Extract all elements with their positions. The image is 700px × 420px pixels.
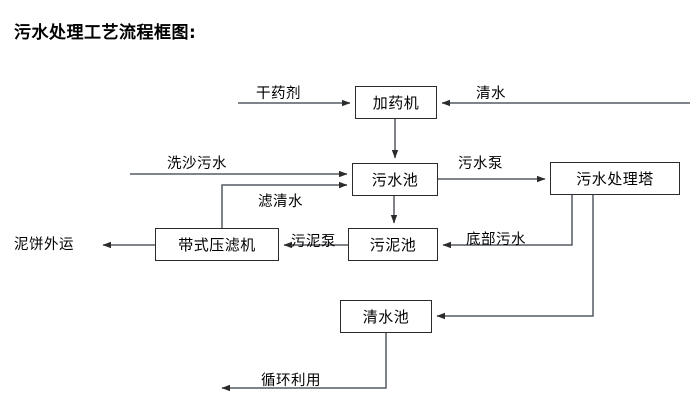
node-clean-water-pool[interactable]: 清水池	[340, 300, 432, 333]
page-title: 污水处理工艺流程框图:	[14, 23, 197, 43]
edge-tower-to-clean-water-pool	[436, 195, 594, 320]
node-label: 污水池	[371, 171, 419, 189]
edge-tower-to-sludge-pool	[442, 195, 573, 249]
edge-label-recycling-reuse: 循环利用	[261, 373, 321, 389]
edge-label-filtered-clear-water: 滤清水	[258, 194, 303, 210]
node-wastewater-pool[interactable]: 污水池	[352, 163, 438, 196]
edge-clean-water-pool-recycle	[221, 333, 387, 392]
node-belt-filter-press[interactable]: 带式压滤机	[155, 228, 279, 261]
edge-label-dry-chemical: 干药剂	[256, 86, 301, 102]
node-sludge-pool[interactable]: 污泥池	[348, 228, 438, 261]
node-treatment-tower[interactable]: 污水处理塔	[550, 162, 680, 195]
edge-label-clean-water-inlet: 清水	[476, 86, 506, 102]
node-label: 清水池	[362, 308, 410, 326]
edge-label-wastewater-pump: 污水泵	[458, 156, 503, 172]
edge-label-sludge-pump: 污泥泵	[291, 234, 336, 250]
edge-label-sand-wash-wastewater: 洗沙污水	[167, 156, 227, 172]
node-label: 污水处理塔	[576, 170, 654, 188]
terminal-label-mud-cake-transport: 泥饼外运	[14, 237, 74, 253]
edge-label-bottom-wastewater: 底部污水	[466, 232, 526, 248]
node-label: 带式压滤机	[178, 236, 256, 254]
node-label: 污泥池	[369, 236, 417, 254]
node-label: 加药机	[372, 94, 420, 112]
node-dosing-machine[interactable]: 加药机	[355, 86, 437, 119]
